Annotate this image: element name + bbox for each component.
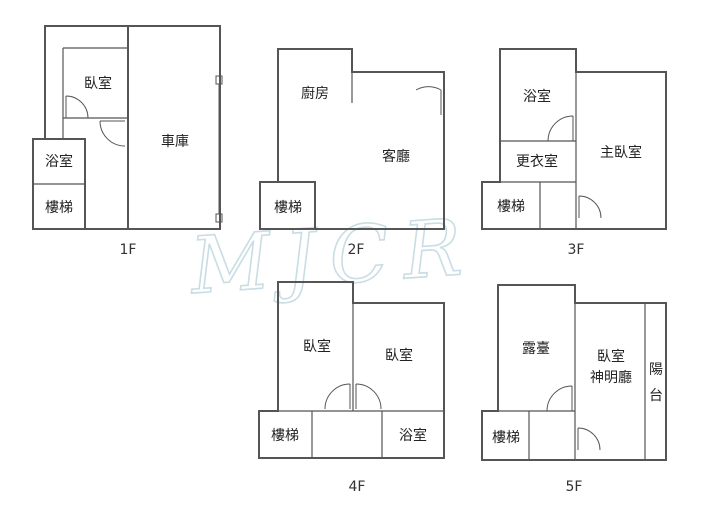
- room-3f-dressing: 更衣室: [516, 153, 558, 170]
- floor-4f: 臥室 臥室 樓梯 浴室 4F: [258, 281, 445, 495]
- watermark: MJCR: [186, 202, 479, 312]
- floor-label-4f: 4F: [349, 479, 366, 495]
- room-1f-bedroom: 臥室: [84, 75, 112, 92]
- room-5f-shrine: 神明廳: [590, 369, 632, 386]
- floor-1f: 臥室 車庫 浴室 樓梯 1F: [32, 25, 223, 258]
- room-1f-bathroom: 浴室: [45, 153, 73, 170]
- floor-label-2f: 2F: [348, 242, 365, 258]
- floor-3f: 浴室 更衣室 主臥室 樓梯 3F: [481, 48, 667, 258]
- room-3f-stairs: 樓梯: [497, 199, 525, 215]
- room-5f-balcony-bottom: 台: [649, 388, 663, 404]
- room-4f-bedroom-a: 臥室: [303, 338, 331, 355]
- room-5f-balcony-top: 陽: [649, 362, 663, 378]
- floor-label-5f: 5F: [566, 479, 583, 495]
- room-5f-terrace: 露臺: [522, 341, 550, 357]
- room-5f-stairs: 樓梯: [492, 430, 520, 446]
- room-2f-living: 客廳: [382, 148, 410, 165]
- room-4f-bathroom: 浴室: [399, 427, 427, 444]
- floor-2f: 廚房 客廳 樓梯 2F: [259, 48, 445, 258]
- room-2f-kitchen: 廚房: [301, 85, 329, 102]
- room-1f-stairs: 樓梯: [45, 200, 73, 216]
- room-2f-stairs: 樓梯: [274, 200, 302, 216]
- room-3f-master: 主臥室: [600, 144, 642, 161]
- floor-label-1f: 1F: [120, 242, 137, 258]
- room-1f-garage: 車庫: [161, 133, 189, 150]
- room-3f-bathroom: 浴室: [523, 88, 551, 105]
- floor-label-3f: 3F: [568, 242, 585, 258]
- room-4f-bedroom-b: 臥室: [385, 347, 413, 364]
- room-4f-stairs: 樓梯: [271, 428, 299, 444]
- room-5f-bedroom: 臥室: [597, 348, 625, 365]
- floor-5f: 露臺 臥室 神明廳 陽 台 樓梯 5F: [481, 284, 667, 495]
